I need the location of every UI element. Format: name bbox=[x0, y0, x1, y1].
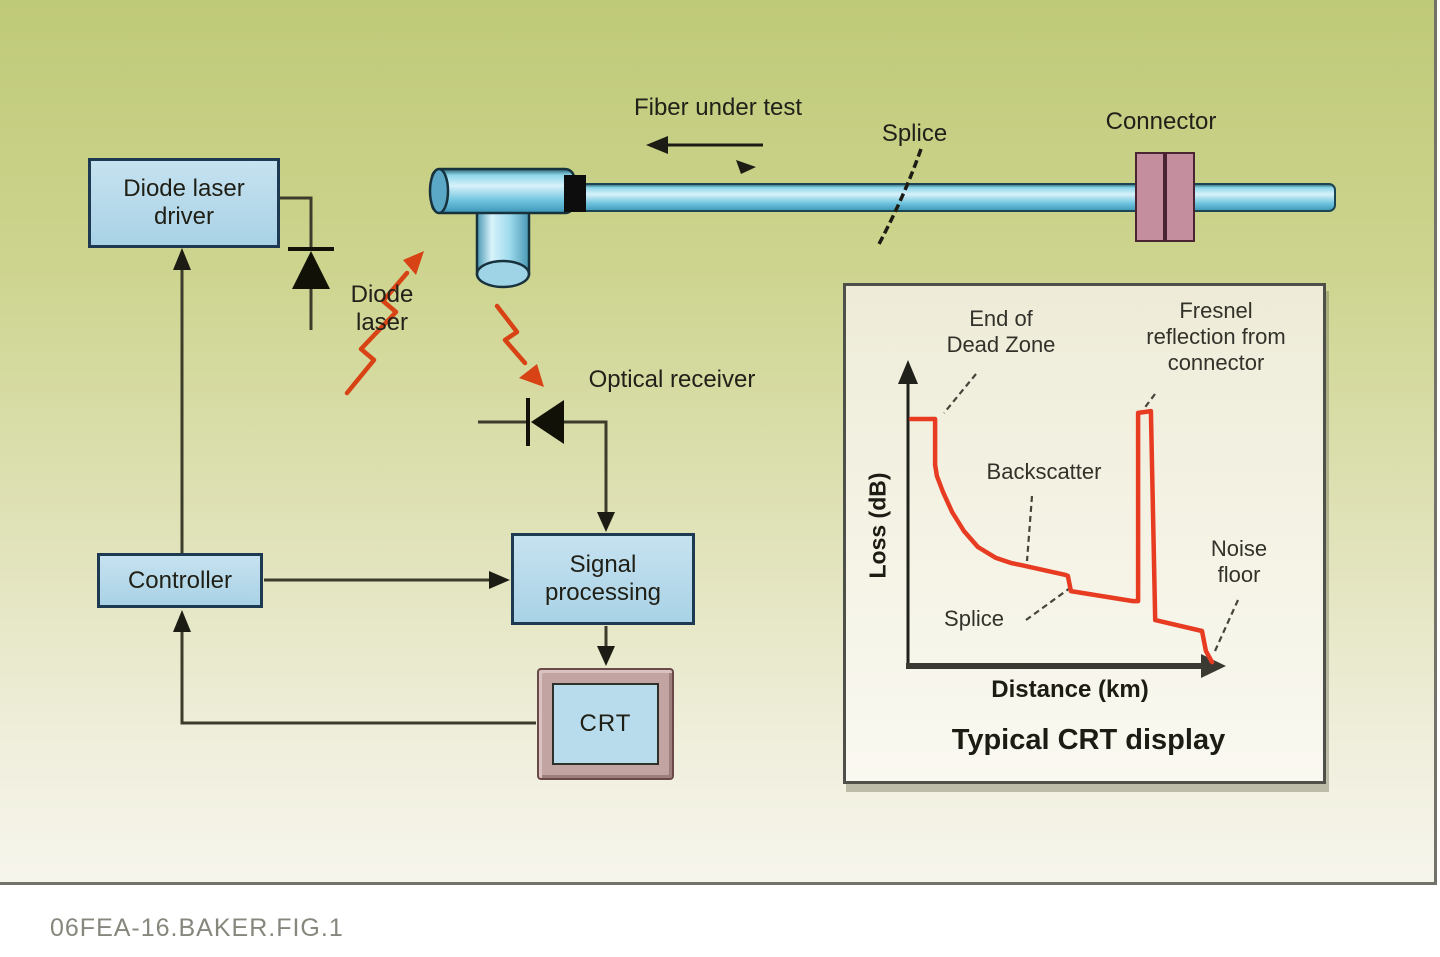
fiber-under-test-bar bbox=[577, 183, 1336, 212]
fresnel-line3: connector bbox=[1167, 349, 1265, 375]
x-axis-arrowhead bbox=[1201, 654, 1226, 678]
end-of-dead-zone-line1: End of bbox=[969, 306, 1033, 331]
photodiode-icon bbox=[526, 398, 564, 446]
backscatter-annotation: Backscatter bbox=[986, 459, 1102, 484]
circuit-wires bbox=[180, 196, 608, 725]
diode-laser-label-line2: laser bbox=[355, 309, 409, 337]
return-light-zigzag bbox=[494, 303, 528, 366]
crt-screen: CRT bbox=[552, 683, 659, 765]
signal-processing-label-line2: processing bbox=[544, 579, 662, 606]
signal-processing-label-line1: Signal bbox=[569, 551, 637, 579]
laser-diode-icon bbox=[288, 247, 334, 289]
fiber-under-test-label: Fiber under test bbox=[633, 94, 803, 121]
splice-mark bbox=[876, 148, 923, 247]
backscatter-direction-arrow bbox=[646, 136, 763, 154]
end-of-dead-zone-line2: Dead Zone bbox=[946, 331, 1056, 357]
otdr-trace bbox=[908, 408, 1215, 665]
noise-floor-annotation: Noise floor bbox=[1194, 536, 1284, 588]
controller-box: Controller bbox=[97, 553, 263, 608]
laser-light-zigzag bbox=[344, 270, 410, 396]
schematic-graphics bbox=[173, 136, 1336, 725]
inset-title: Typical CRT display bbox=[951, 724, 1226, 756]
fresnel-annotation: Fresnel reflection from connector bbox=[1109, 298, 1323, 376]
figure-caption: 06FEA-16.BAKER.FIG.1 bbox=[50, 914, 344, 942]
controller-label: Controller bbox=[127, 566, 233, 594]
crt-monitor: CRT bbox=[537, 668, 674, 780]
x-axis-label: Distance (km) bbox=[991, 676, 1149, 703]
connector-symbol bbox=[1135, 152, 1195, 242]
wire-arrowheads bbox=[173, 248, 615, 666]
annotation-leaders bbox=[943, 373, 1240, 652]
connector-label: Connector bbox=[1105, 108, 1217, 135]
pulse-direction-arrow bbox=[736, 160, 756, 174]
inset-graph bbox=[898, 360, 1240, 678]
laser-light-arrowhead bbox=[403, 251, 424, 275]
signal-processing-box: Signal processing bbox=[511, 533, 695, 625]
fiber-joint-block bbox=[564, 175, 586, 212]
fresnel-line1: Fresnel bbox=[1179, 298, 1253, 323]
diode-laser-driver-label-line1: Diode laser bbox=[123, 175, 245, 203]
splice-label: Splice bbox=[881, 120, 948, 147]
y-axis-arrowhead bbox=[898, 360, 918, 384]
return-light-arrowhead bbox=[519, 364, 544, 387]
y-axis-label: Loss (dB) bbox=[864, 472, 891, 579]
diode-laser-driver-label-line2: driver bbox=[153, 203, 214, 230]
splice-annotation: Splice bbox=[944, 606, 1004, 631]
diode-laser-driver-box: Diode laser driver bbox=[88, 158, 280, 248]
noise-floor-line1: Noise bbox=[1210, 536, 1268, 561]
crt-label: CRT bbox=[579, 710, 632, 737]
diode-laser-label: Diode laser bbox=[336, 281, 428, 338]
crt-display-inset: End of Dead Zone Fresnel reflection from… bbox=[843, 283, 1326, 784]
diode-laser-label-line1: Diode bbox=[350, 281, 414, 308]
diagram-panel: Diode laser driver Controller Signal pro… bbox=[0, 0, 1437, 885]
optical-receiver-label: Optical receiver bbox=[588, 366, 756, 393]
optical-coupler bbox=[428, 167, 586, 289]
fresnel-line2: reflection from bbox=[1146, 323, 1286, 349]
end-of-dead-zone-annotation: End of Dead Zone bbox=[921, 306, 1081, 358]
noise-floor-line2: floor bbox=[1217, 561, 1261, 587]
